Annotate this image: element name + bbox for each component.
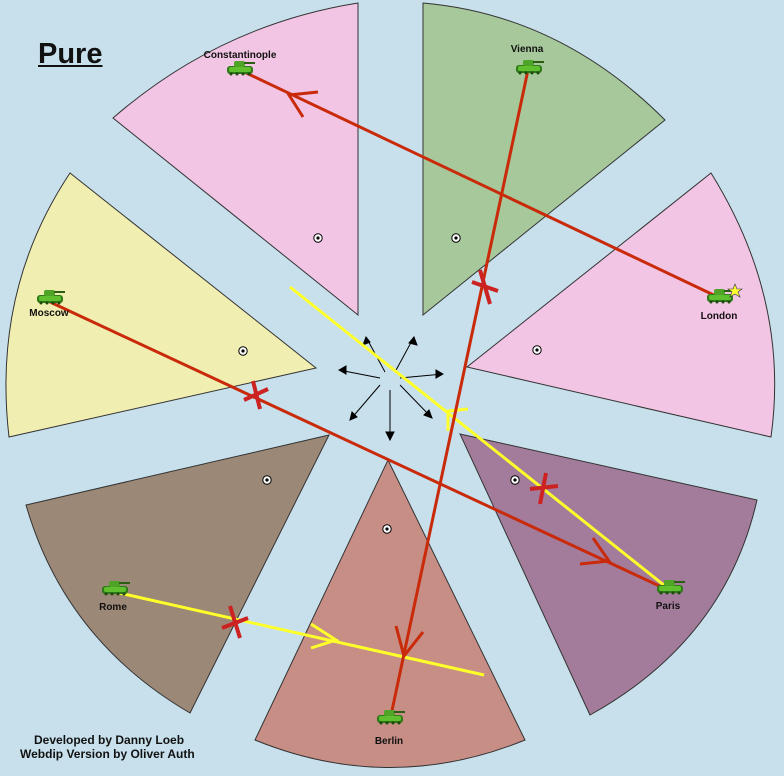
supply-center-icon [313, 233, 323, 243]
city-label-moscow: Moscow [29, 308, 69, 319]
city-label-paris: Paris [656, 601, 681, 612]
supply-center-icon [532, 345, 542, 355]
province-moscow[interactable] [5, 172, 318, 438]
province-london[interactable] [465, 172, 776, 438]
failed-order-marks [221, 269, 559, 639]
support-order-lines [114, 285, 671, 677]
city-label-rome: Rome [99, 602, 127, 613]
map-title: Pure [38, 38, 103, 70]
province-berlin[interactable] [254, 458, 526, 768]
city-label-vienna: Vienna [511, 44, 544, 55]
city-label-berlin: Berlin [375, 736, 403, 747]
supply-center-icon [451, 233, 461, 243]
province-rome[interactable] [25, 434, 330, 714]
move-order-lines [49, 68, 721, 721]
supply-center-icon [262, 475, 272, 485]
supply-center-icon [382, 524, 392, 534]
city-label-constantinople: Constantinople [204, 50, 277, 61]
province-vienna[interactable] [422, 2, 666, 317]
supply-center-icon [238, 346, 248, 356]
compass-arrows-icon [337, 336, 445, 442]
city-label-london: London [701, 311, 738, 322]
province-constantinople[interactable] [112, 2, 359, 317]
star-icon [727, 283, 743, 298]
credit-webdip: Webdip Version by Oliver Auth [20, 747, 195, 761]
supply-center-icon [510, 475, 520, 485]
credit-developer: Developed by Danny Loeb [34, 733, 185, 747]
province-paris[interactable] [459, 433, 758, 716]
